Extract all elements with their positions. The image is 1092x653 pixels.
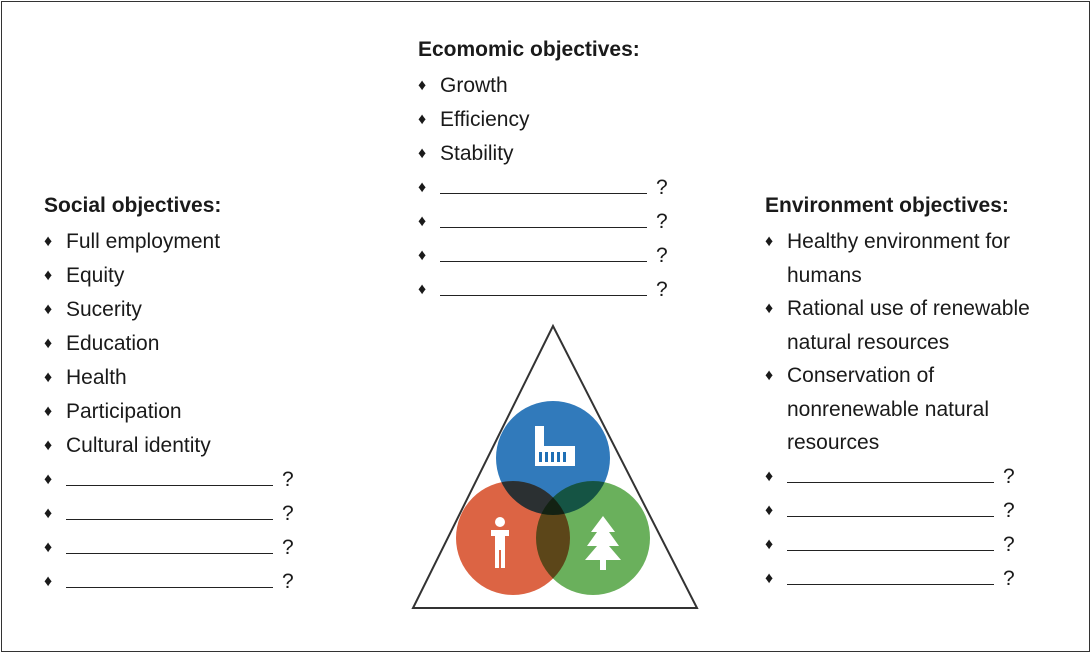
blank-item: ♦? [44,565,294,599]
diamond-bullet-icon: ♦ [765,233,774,250]
social-objectives: Social objectives: ♦Full employment ♦Equ… [44,191,294,599]
diamond-bullet-icon: ♦ [44,539,53,556]
diamond-bullet-icon: ♦ [418,247,427,264]
blank-item: ♦? [765,528,1032,562]
sustainability-venn-diagram [411,323,699,609]
environment-objectives: Environment objectives: ♦Healthy environ… [765,191,1032,596]
diamond-bullet-icon: ♦ [765,569,774,587]
list-item: ♦Growth [418,69,668,103]
list-item: ♦Health [44,361,294,395]
diamond-bullet-icon: ♦ [765,367,774,384]
blank-item: ♦? [418,205,668,239]
list-item: ♦Cultural identity [44,429,294,463]
diamond-bullet-icon: ♦ [418,213,427,230]
diamond-bullet-icon: ♦ [44,403,53,420]
blank-line [787,494,994,517]
diamond-bullet-icon: ♦ [44,437,53,454]
environment-heading: Environment objectives: [765,194,1009,217]
list-item: ♦Conservation of nonrenewable natural re… [765,359,1032,460]
tree-icon [585,516,621,570]
blank-item: ♦? [44,463,294,497]
blank-item: ♦? [765,460,1032,494]
list-item: ♦Education [44,327,294,361]
diamond-bullet-icon: ♦ [765,501,774,519]
diamond-bullet-icon: ♦ [44,301,53,318]
list-item: ♦Efficiency [418,103,668,137]
blank-line [440,205,647,228]
diamond-bullet-icon: ♦ [44,233,53,250]
social-circle [456,481,570,595]
diamond-bullet-icon: ♦ [765,535,774,553]
blank-item: ♦? [765,494,1032,528]
diamond-bullet-icon: ♦ [44,369,53,386]
blank-line [787,528,994,551]
diamond-bullet-icon: ♦ [44,573,53,590]
blank-line [66,497,273,520]
blank-line [787,562,994,585]
blank-item: ♦? [418,171,668,205]
factory-icon [535,426,575,466]
economic-heading: Ecomomic objectives: [418,38,640,61]
diamond-bullet-icon: ♦ [765,467,774,485]
list-item: ♦Healthy environment for humans [765,225,1032,292]
list-item: ♦Stability [418,137,668,171]
diamond-bullet-icon: ♦ [418,145,427,162]
diamond-bullet-icon: ♦ [44,335,53,352]
triangle-outline [411,323,699,609]
diamond-bullet-icon: ♦ [418,179,427,196]
blank-item: ♦? [418,273,668,307]
diamond-bullet-icon: ♦ [44,505,53,522]
diamond-bullet-icon: ♦ [418,111,427,128]
diamond-bullet-icon: ♦ [765,300,774,317]
diamond-bullet-icon: ♦ [418,77,427,94]
diamond-bullet-icon: ♦ [44,471,53,488]
list-item: ♦Participation [44,395,294,429]
blank-line [66,463,273,486]
blank-line [440,239,647,262]
diamond-bullet-icon: ♦ [44,267,53,284]
blank-line [440,273,647,296]
person-icon [491,517,509,568]
list-item: ♦Rational use of renewable natural resou… [765,292,1032,359]
blank-line [440,171,647,194]
list-item: ♦Full employment [44,225,294,259]
blank-line [66,565,273,588]
list-item: ♦Sucerity [44,293,294,327]
blank-line [787,460,994,483]
blank-item: ♦? [765,562,1032,596]
blank-item: ♦? [44,497,294,531]
list-item: ♦Equity [44,259,294,293]
blank-item: ♦? [44,531,294,565]
diamond-bullet-icon: ♦ [418,281,427,298]
blank-line [66,531,273,554]
social-heading: Social objectives: [44,194,222,217]
blank-item: ♦? [418,239,668,273]
economic-objectives: Ecomomic objectives: ♦Growth ♦Efficiency… [418,35,668,307]
